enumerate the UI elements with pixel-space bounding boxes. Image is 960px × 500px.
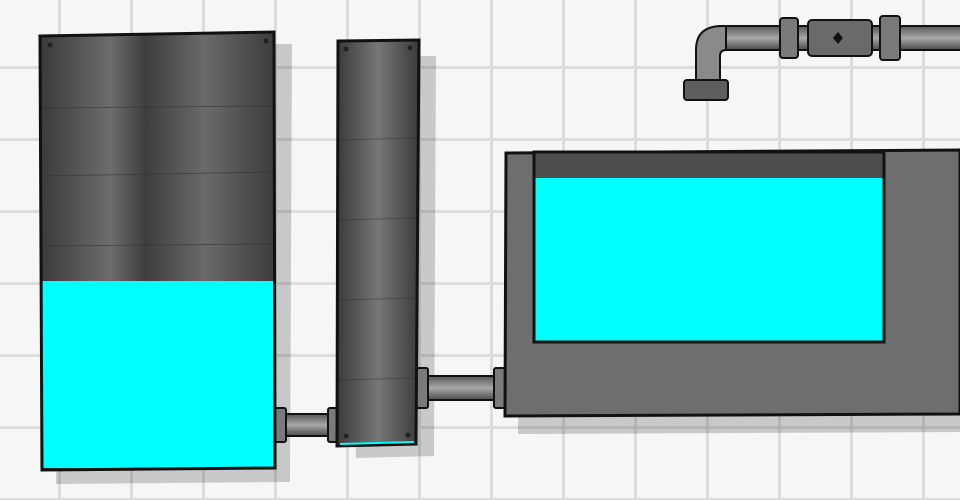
valve-icon[interactable] [807,19,873,57]
tank-left[interactable] [38,30,277,472]
faucet-icon[interactable] [683,79,729,101]
tank-left-water [42,281,274,468]
pipe-left-middle [271,407,343,443]
tank-middle[interactable] [335,38,421,448]
tank-right-water [534,178,884,341]
tank-right[interactable] [503,148,960,418]
faucet-nozzle [683,79,729,101]
